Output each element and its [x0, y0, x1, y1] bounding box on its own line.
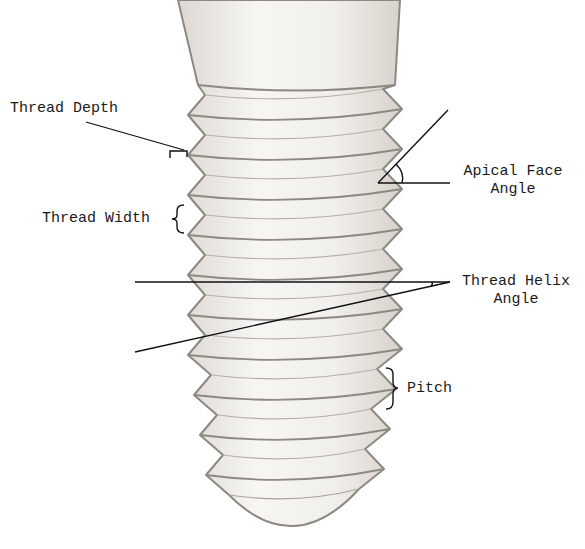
angle-line	[378, 182, 450, 183]
dimension-label: Thread Width	[42, 210, 167, 228]
thread-stroke	[188, 189, 402, 200]
reference-line	[135, 281, 450, 282]
thread-stroke	[188, 309, 402, 320]
thread-stroke	[198, 85, 395, 91]
thread-stroke	[188, 149, 402, 160]
thread-lines	[188, 85, 402, 499]
helix-line	[135, 282, 450, 352]
angle-arc	[431, 282, 432, 287]
thread-stroke	[217, 409, 371, 419]
thread-stroke	[188, 229, 402, 240]
angle-label: Apical Face Angle	[458, 163, 568, 199]
thread-stroke	[188, 109, 402, 120]
implant-body	[178, 0, 402, 526]
dimension-label: Thread Depth	[10, 100, 140, 118]
thread-stroke	[223, 449, 365, 459]
thread-stroke	[206, 469, 384, 480]
thread-stroke	[205, 249, 383, 259]
thread-stroke	[205, 129, 383, 139]
thread-stroke	[205, 209, 383, 219]
pitch-brace	[386, 368, 398, 409]
width-brace	[172, 205, 184, 233]
angle-label: Thread Helix Angle	[456, 273, 576, 309]
thread-stroke	[200, 429, 390, 440]
thread-stroke	[229, 489, 359, 499]
thread-stroke	[188, 269, 402, 280]
depth-bracket	[170, 151, 187, 158]
angle-line	[378, 110, 448, 183]
thread-stroke	[205, 169, 383, 179]
thread-stroke	[211, 369, 377, 379]
thread-stroke	[205, 289, 383, 299]
dimension-label: Pitch	[407, 380, 487, 398]
thread-stroke	[194, 389, 396, 400]
angle-arc	[396, 164, 403, 183]
leader-line	[86, 122, 184, 150]
thread-stroke	[188, 349, 402, 360]
thread-stroke	[205, 89, 383, 99]
